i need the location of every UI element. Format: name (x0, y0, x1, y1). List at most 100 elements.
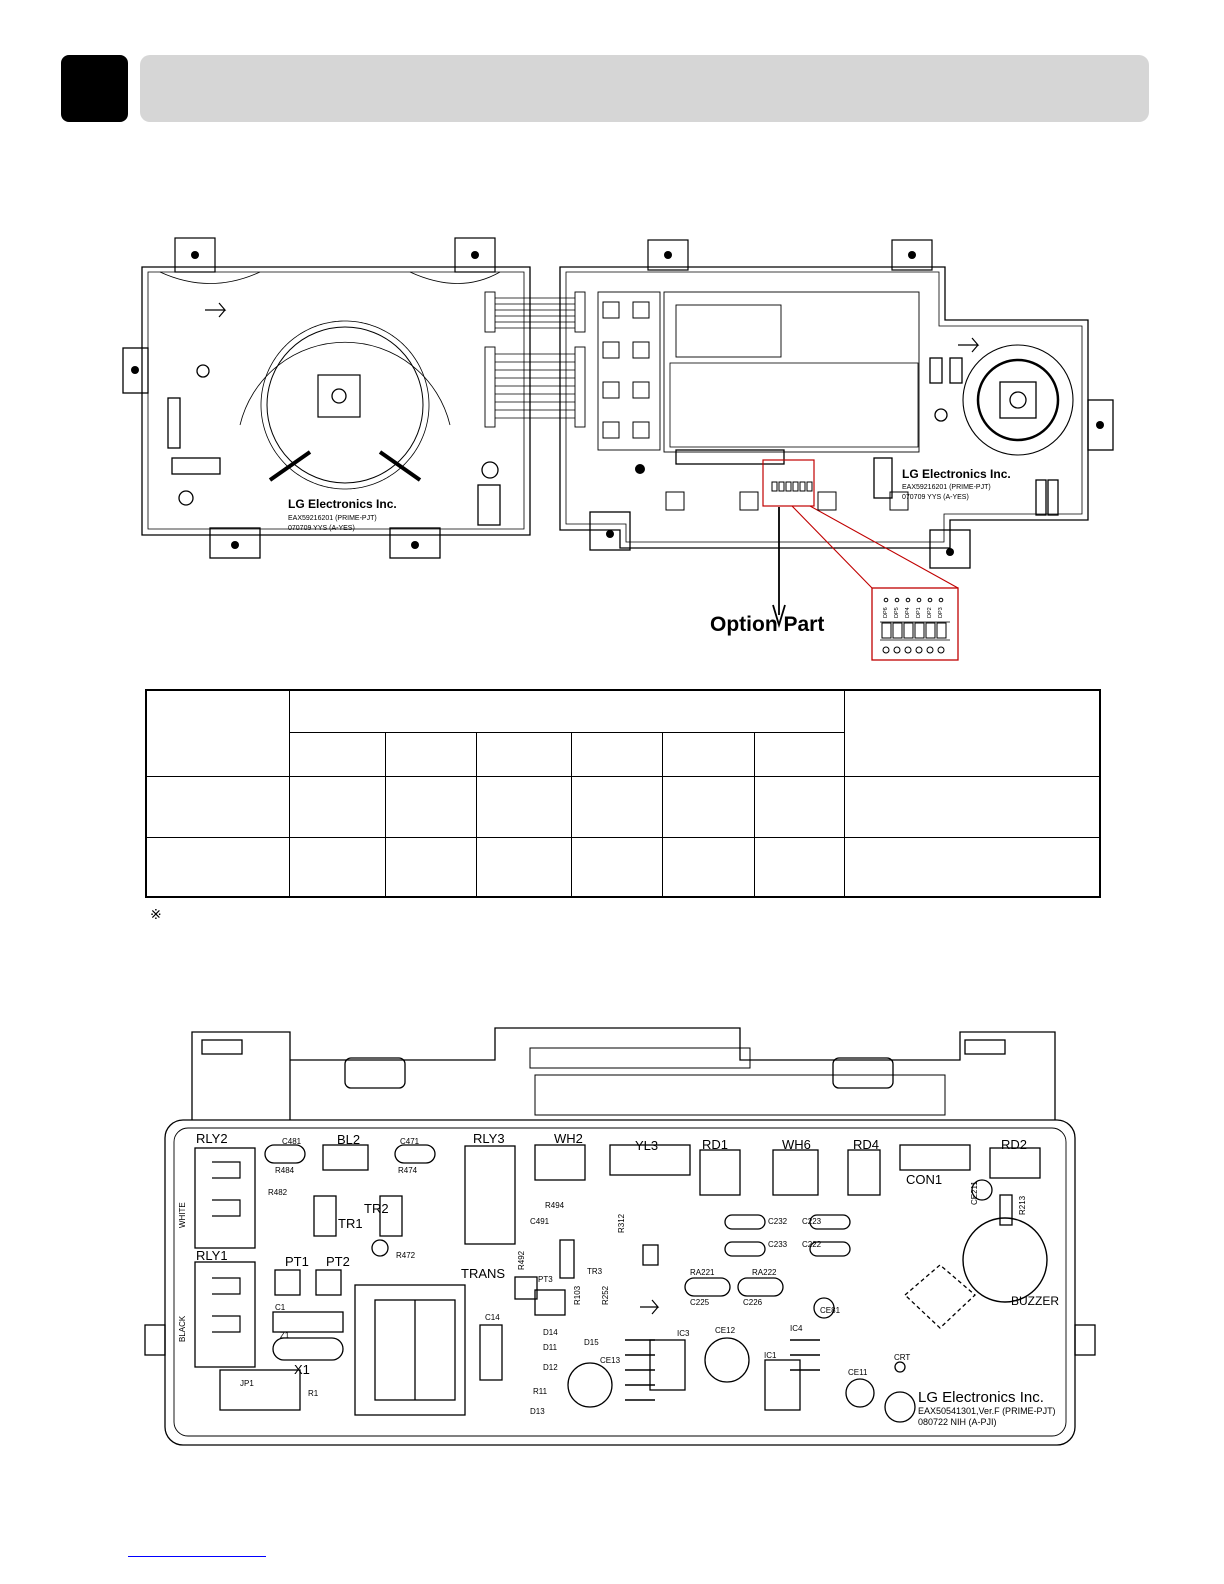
label-c226: C226 (743, 1298, 763, 1307)
section-header-bar (140, 55, 1149, 122)
label-c14: C14 (485, 1313, 500, 1322)
label-r472: R472 (396, 1251, 416, 1260)
main-pcb-labels: RLY2 RLY1 RLY3 BL2 TR1 TR2 PT1 PT2 X1 TR… (196, 1131, 1059, 1377)
label-ce13: CE13 (600, 1356, 621, 1365)
label-c223: C223 (802, 1217, 822, 1226)
label-d14: D14 (543, 1328, 558, 1337)
label-r492: R492 (517, 1250, 526, 1270)
label-c222: C222 (802, 1240, 822, 1249)
table-row (145, 836, 1101, 898)
label-r494: R494 (545, 1201, 565, 1210)
label-ra222: RA222 (752, 1268, 777, 1277)
label-buzzer: BUZZER (1011, 1294, 1059, 1308)
label-black: BLACK (178, 1315, 187, 1342)
label-pt3: PT3 (538, 1275, 553, 1284)
option-switch-labels: DP6 DP5 DP4 DP1 DP2 DP3 (883, 607, 944, 618)
board1b-brand: LG Electronics Inc. (902, 467, 1011, 481)
label-crt: CRT (894, 1353, 910, 1362)
label-ce211: CE211 (970, 1181, 979, 1205)
board1b-part-code: EAX59216201 (PRIME-PJT) (902, 484, 991, 491)
label-ic3: IC3 (677, 1329, 690, 1338)
footer-link-underline (128, 1556, 266, 1557)
label-r1: R1 (308, 1389, 319, 1398)
label-r103: R103 (573, 1285, 582, 1305)
label-c1: C1 (275, 1303, 286, 1312)
label-r252: R252 (601, 1285, 610, 1305)
label-wh6: WH6 (782, 1137, 811, 1152)
label-yl3: YL3 (635, 1138, 658, 1153)
table-subheader-cell (570, 731, 664, 777)
label-c225: C225 (690, 1298, 710, 1307)
table-header-cell (145, 689, 291, 777)
label-ce12: CE12 (715, 1326, 736, 1335)
board2-part-code: EAX50541301,Ver.F (PRIME-PJT) (918, 1406, 1056, 1416)
label-d15: D15 (584, 1338, 599, 1347)
label-ic1: IC1 (764, 1351, 777, 1360)
label-ce81: CE81 (820, 1306, 841, 1315)
label-ce11: CE11 (848, 1368, 868, 1377)
section-number-marker (61, 55, 128, 122)
dip-label-4: DP1 (916, 607, 922, 618)
label-rd1: RD1 (702, 1137, 728, 1152)
label-r482: R482 (268, 1188, 288, 1197)
label-wh2: WH2 (554, 1131, 583, 1146)
label-bl2: BL2 (337, 1132, 360, 1147)
label-tr3: TR3 (587, 1267, 603, 1276)
board2-brand: LG Electronics Inc. (918, 1389, 1044, 1406)
table-subheader-cell (384, 731, 477, 777)
label-r484: R484 (275, 1166, 295, 1175)
label-r11: R11 (533, 1387, 548, 1396)
label-r312: R312 (617, 1213, 626, 1233)
table-subheader-cell (754, 731, 845, 777)
table-subheader-cell (289, 731, 386, 777)
label-r213: R213 (1018, 1195, 1027, 1215)
board1-brand: LG Electronics Inc. (288, 497, 397, 511)
label-r474: R474 (398, 1166, 418, 1175)
board1b-date-code: 070709 YYS (A-YES) (902, 494, 969, 501)
main-pcb-figure: RLY2 RLY1 RLY3 BL2 TR1 TR2 PT1 PT2 X1 TR… (144, 1027, 1096, 1446)
label-rly2: RLY2 (196, 1131, 228, 1146)
table-subheader-cell (475, 731, 572, 777)
option-setting-table (145, 689, 1101, 898)
table-header-group-cell (289, 689, 845, 733)
label-rd4: RD4 (853, 1137, 879, 1152)
label-z1: Z1 (280, 1331, 290, 1340)
label-x1: X1 (294, 1362, 310, 1377)
label-pt2: PT2 (326, 1254, 350, 1269)
label-jp1: JP1 (240, 1379, 254, 1388)
label-c233: C233 (768, 1240, 788, 1249)
label-pt1: PT1 (285, 1254, 309, 1269)
label-rly1: RLY1 (196, 1248, 228, 1263)
label-trans: TRANS (461, 1266, 505, 1281)
label-c232: C232 (768, 1217, 788, 1226)
label-tr1: TR1 (338, 1216, 363, 1231)
label-white: WHITE (178, 1202, 187, 1228)
table-row (145, 775, 1101, 838)
label-d11: D11 (543, 1343, 558, 1352)
board1-date-code: 070709 YYS (A-YES) (288, 525, 355, 532)
dip-label-1: DP6 (883, 607, 889, 618)
dip-label-6: DP3 (938, 607, 944, 618)
dip-label-2: DP5 (894, 607, 900, 618)
label-d13: D13 (530, 1407, 545, 1416)
label-ic4: IC4 (790, 1324, 803, 1333)
dip-label-3: DP4 (905, 607, 911, 618)
label-c471: C471 (400, 1137, 420, 1146)
label-con1: CON1 (906, 1172, 942, 1187)
board1-part-code: EAX59216201 (PRIME-PJT) (288, 515, 377, 522)
label-rd2: RD2 (1001, 1137, 1027, 1152)
label-ra221: RA221 (690, 1268, 715, 1277)
option-part-callout: Option Part (710, 613, 824, 636)
table-subheader-cell (662, 731, 756, 777)
label-d12: D12 (543, 1363, 558, 1372)
label-rly3: RLY3 (473, 1131, 505, 1146)
label-tr2: TR2 (364, 1201, 389, 1216)
table-header-cell (843, 689, 1101, 777)
note-reference-mark: ※ (150, 906, 162, 922)
label-c481: C481 (282, 1137, 302, 1146)
label-c491: C491 (530, 1217, 550, 1226)
board2-date-code: 080722 NIH (A-PJI) (918, 1417, 997, 1427)
dip-label-5: DP2 (927, 607, 933, 618)
display-pcb-figure: LG Electronics Inc. EAX59216201 (PRIME-P… (122, 237, 1114, 661)
main-pcb-small-labels: WHITE BLACK C481 C471 R484 R474 R482 R47… (178, 1137, 1027, 1416)
